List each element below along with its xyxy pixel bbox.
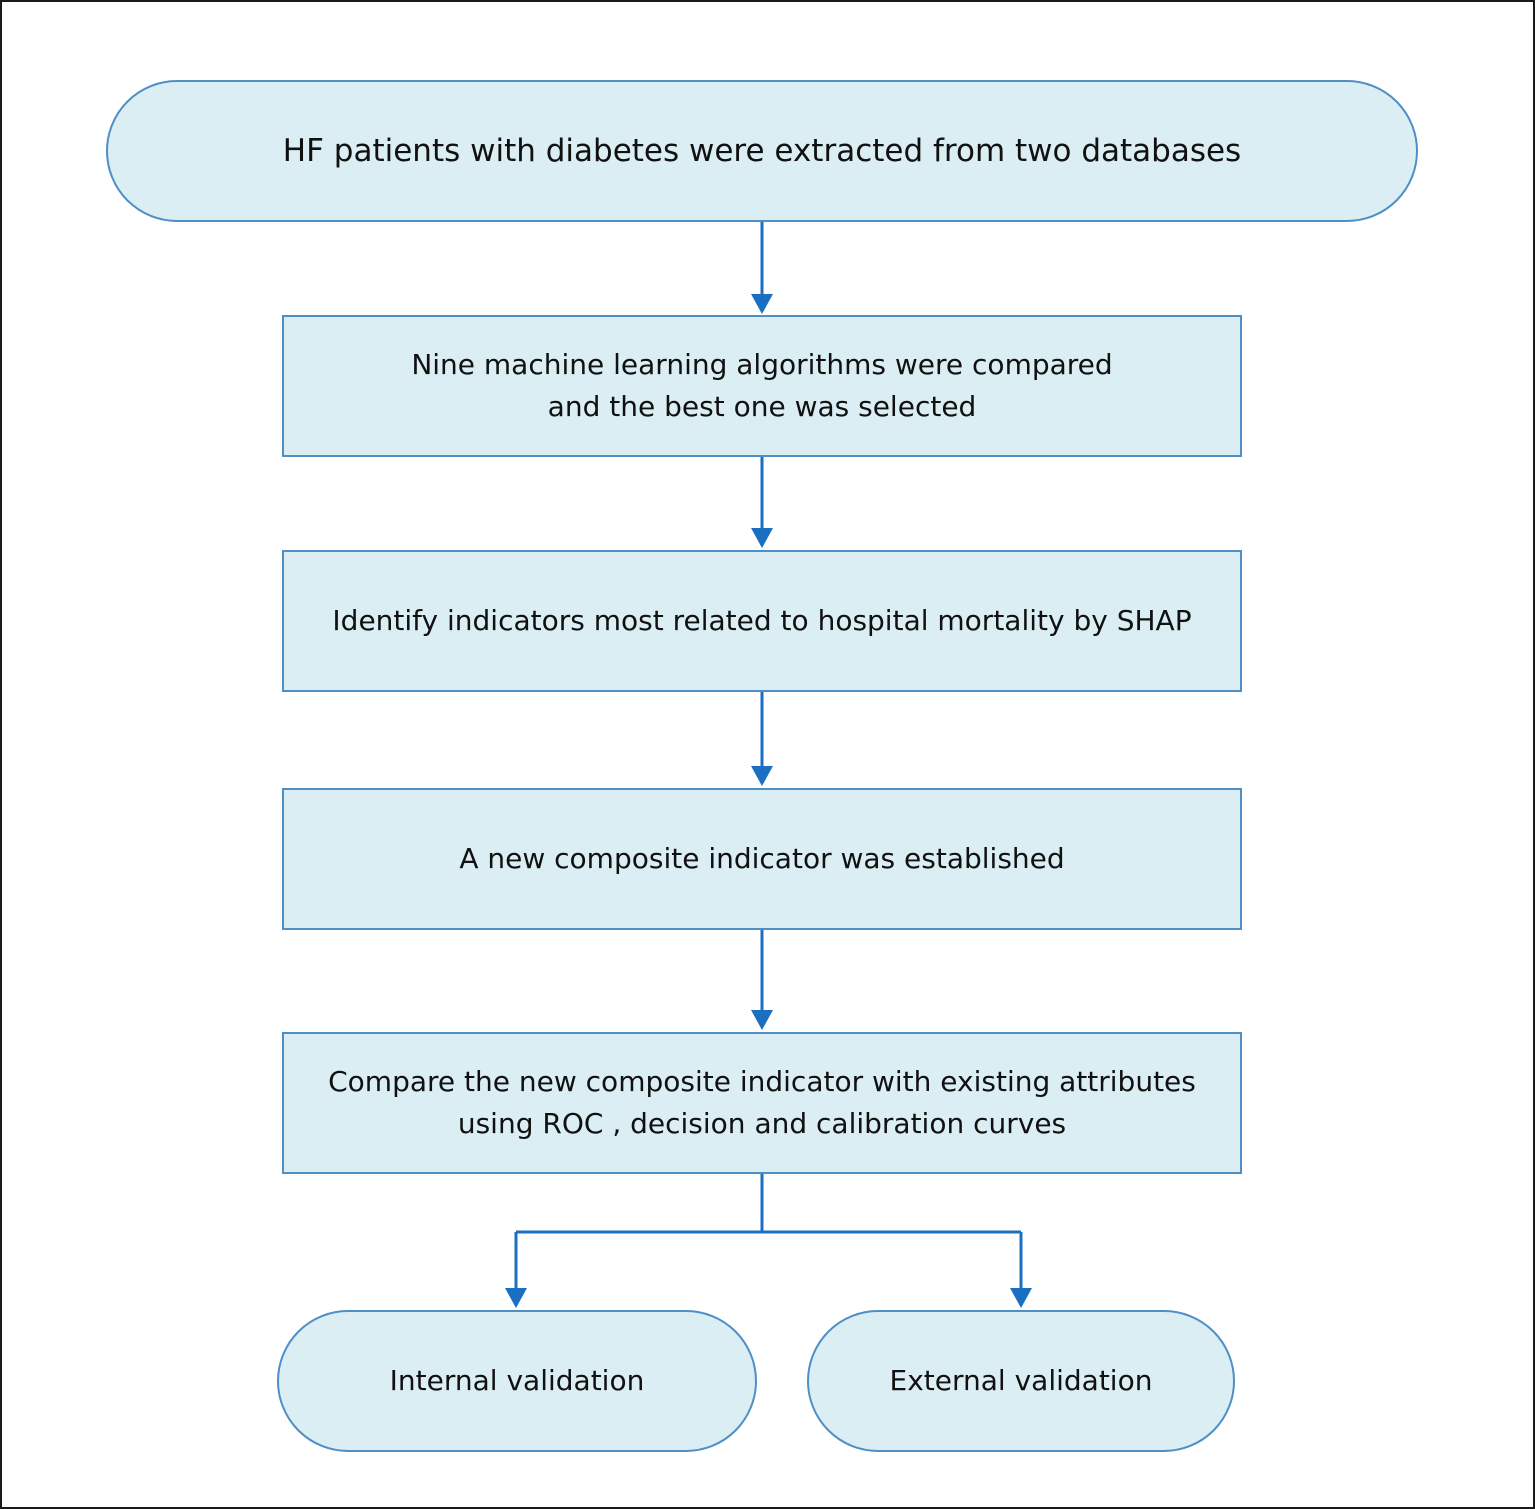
arrowhead-step3 bbox=[751, 766, 773, 786]
arrowhead-step1 bbox=[751, 294, 773, 314]
process-step-label: Compare the new composite indicator with… bbox=[328, 1065, 1196, 1140]
process-step-compare-algorithms: Nine machine learning algorithms were co… bbox=[282, 315, 1242, 457]
process-step-identify-indicators: Identify indicators most related to hosp… bbox=[282, 550, 1242, 692]
start-node: HF patients with diabetes were extracted… bbox=[106, 80, 1418, 222]
outcome-label: Internal validation bbox=[389, 1364, 645, 1397]
outcome-external-validation: External validation bbox=[807, 1310, 1235, 1452]
arrowhead-step2 bbox=[751, 528, 773, 548]
process-step-label: Identify indicators most related to hosp… bbox=[332, 604, 1192, 637]
process-step-new-indicator: A new composite indicator was establishe… bbox=[282, 788, 1242, 930]
arrowhead-internal bbox=[505, 1288, 527, 1308]
process-step-label: A new composite indicator was establishe… bbox=[459, 842, 1065, 875]
outcome-internal-validation: Internal validation bbox=[277, 1310, 757, 1452]
outcome-label: External validation bbox=[889, 1364, 1153, 1397]
process-step-label: Nine machine learning algorithms were co… bbox=[411, 348, 1113, 423]
arrowhead-external bbox=[1010, 1288, 1032, 1308]
process-step-compare-curves: Compare the new composite indicator with… bbox=[282, 1032, 1242, 1174]
arrowhead-step4 bbox=[751, 1010, 773, 1030]
start-node-label: HF patients with diabetes were extracted… bbox=[282, 132, 1242, 169]
